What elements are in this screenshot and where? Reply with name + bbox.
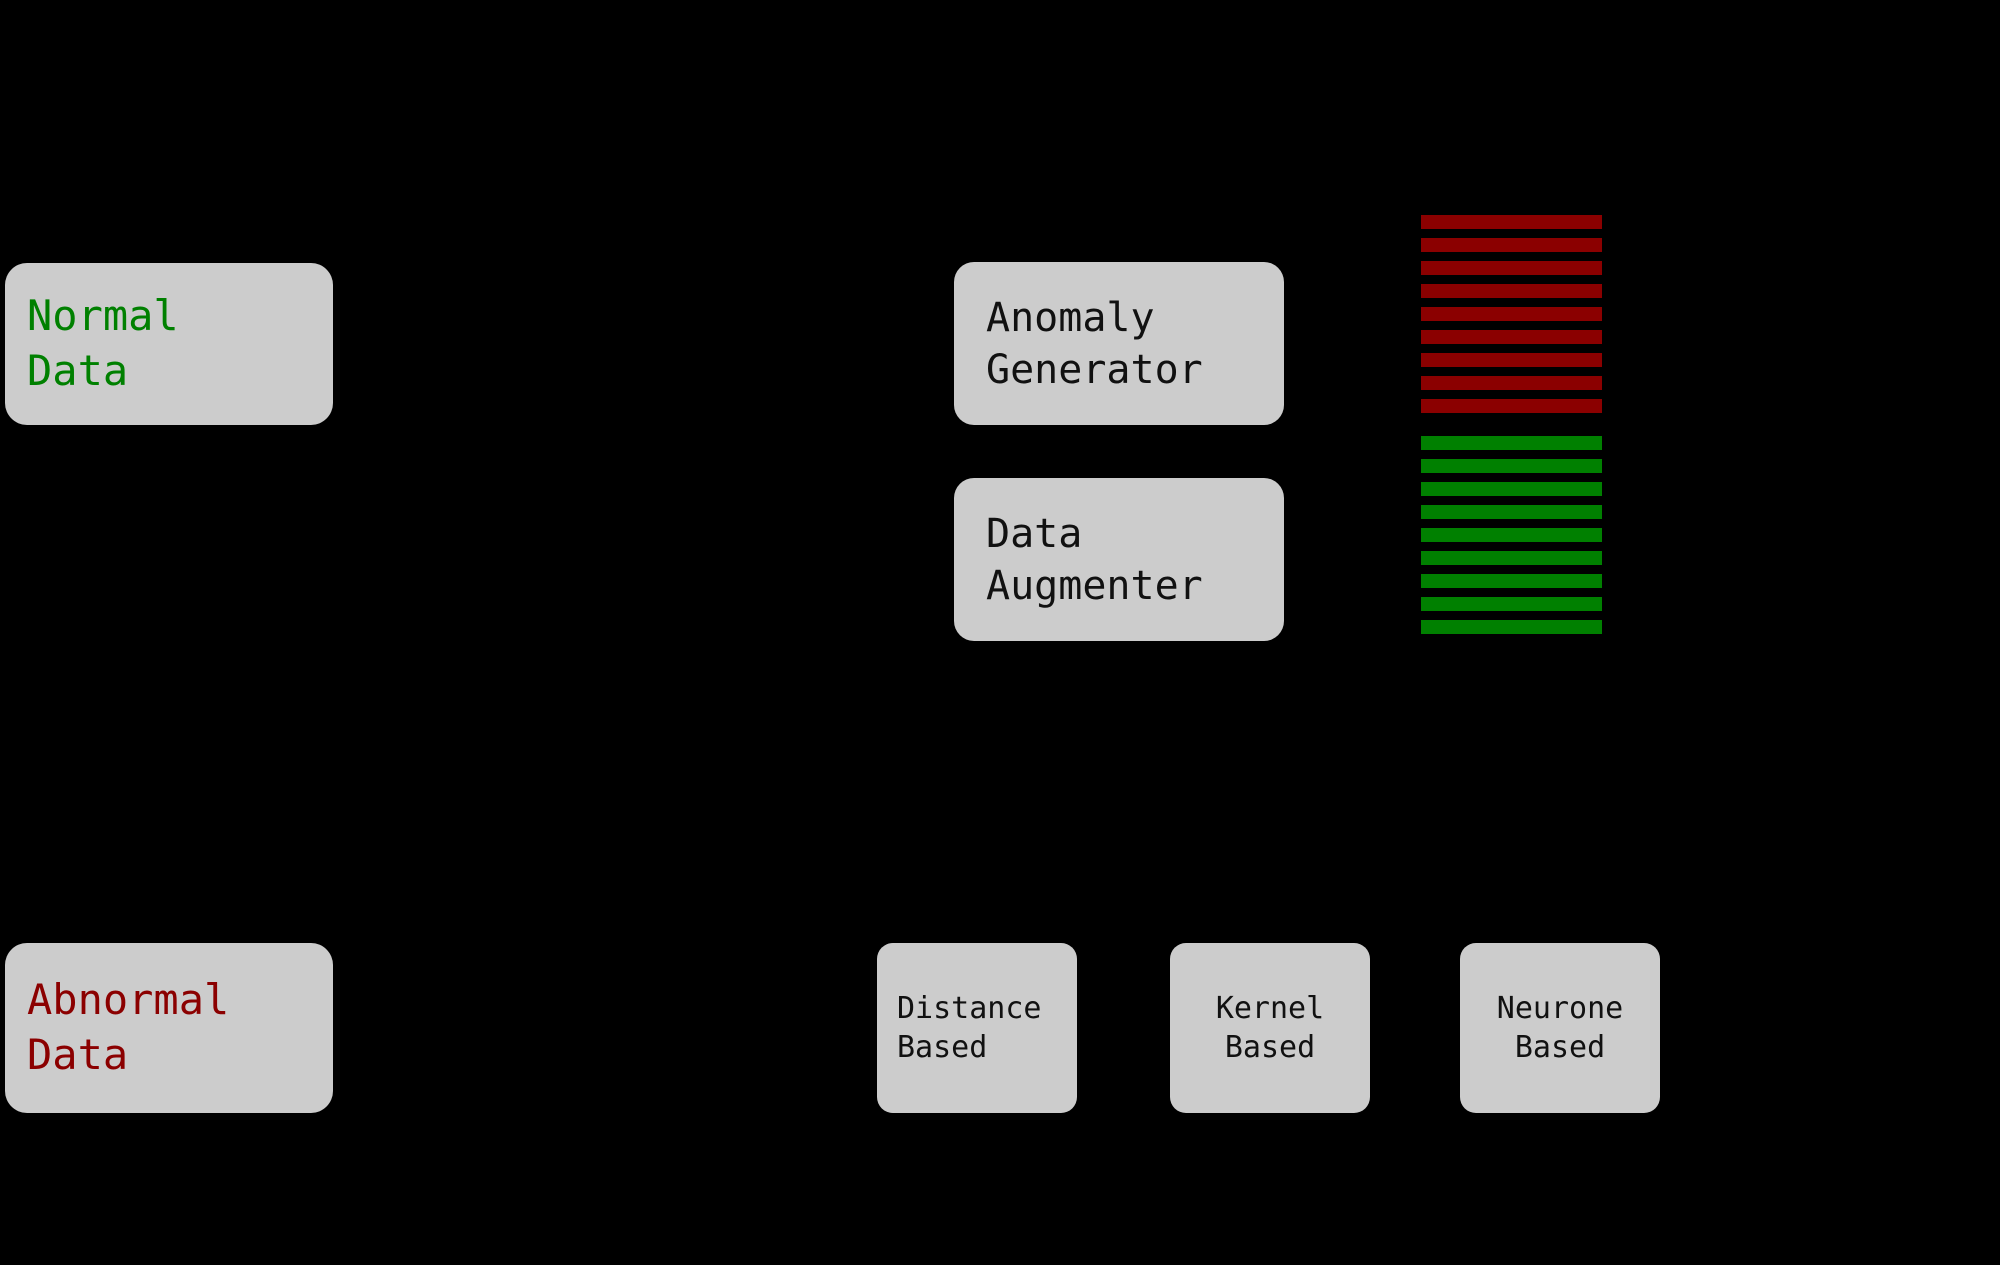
data-augmenter-node-line-1: Data	[986, 510, 1083, 557]
anomalous-samples-bar	[1421, 261, 1602, 275]
anomalous-samples-bar	[1421, 399, 1602, 413]
anomalous-samples-bar	[1421, 238, 1602, 252]
normal-samples-bar	[1421, 574, 1602, 588]
abnormal-data-node-line-2: Data	[27, 1030, 129, 1079]
neurone-based-node-line-1: Neurone	[1496, 991, 1624, 1026]
normal-samples-bar	[1421, 597, 1602, 611]
normal-samples-bar	[1421, 505, 1602, 519]
anomalous-samples-bar	[1421, 307, 1602, 321]
normal-samples-bar	[1421, 436, 1602, 450]
normal-samples-bar	[1421, 551, 1602, 565]
normal-data-node-line-2: Data	[27, 346, 129, 395]
anomalous-samples-bar	[1421, 284, 1602, 298]
normal-samples-bar	[1421, 528, 1602, 542]
kernel-based-node-line-1: Kernel	[1215, 991, 1325, 1026]
distance-based-node-line-1: Distance	[897, 991, 1042, 1026]
anomalous-samples-bar	[1421, 353, 1602, 367]
data-augmenter-node-line-2: Augmenter	[986, 562, 1203, 609]
labelled-sample-stack	[1421, 215, 1602, 690]
anomalous-samples-bar	[1421, 215, 1602, 229]
anomalous-samples-bar	[1421, 376, 1602, 390]
normal-samples-bar	[1421, 459, 1602, 473]
neurone-based-node-line-2: Based	[1514, 1030, 1606, 1065]
kernel-based-node-line-2: Based	[1224, 1030, 1316, 1065]
normal-samples-bar	[1421, 482, 1602, 496]
normal-data-node-line-1: Normal	[27, 291, 179, 341]
normal-samples-bar	[1421, 620, 1602, 634]
anomaly-generator-node-line-2: Generator	[986, 346, 1203, 393]
anomalous-samples-bar	[1421, 330, 1602, 344]
abnormal-data-node-line-1: Abnormal	[27, 975, 230, 1025]
distance-based-node-line-2: Based	[897, 1030, 988, 1065]
anomaly-generator-node-line-1: Anomaly	[986, 294, 1155, 341]
